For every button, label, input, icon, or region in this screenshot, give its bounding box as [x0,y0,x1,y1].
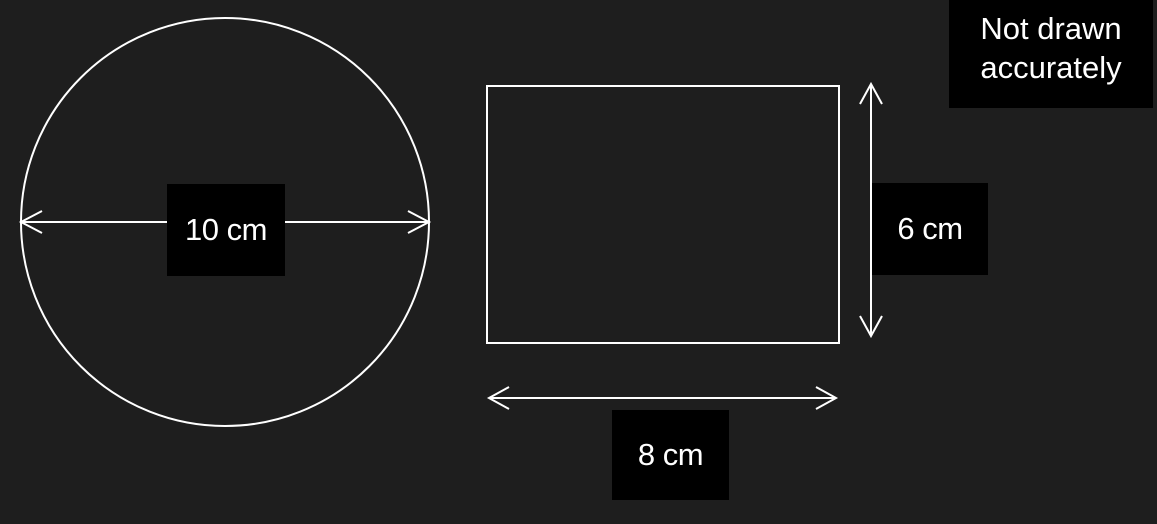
note-line-2: accurately [980,50,1122,85]
circle-diameter-label: 10 cm [167,184,285,276]
height-arrow [859,81,883,339]
rectangle-width-label: 8 cm [612,410,729,500]
width-arrow [486,386,839,410]
rectangle-height-label: 6 cm [872,183,988,275]
rectangle-shape [486,85,840,344]
note-line-1: Not drawn [980,11,1122,46]
not-drawn-accurately-note: Not drawn accurately [949,0,1153,108]
